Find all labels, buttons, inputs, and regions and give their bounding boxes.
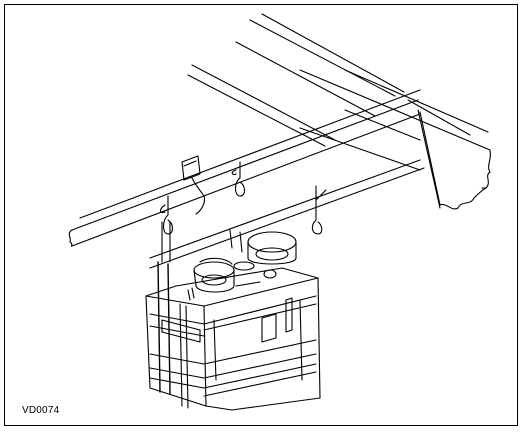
hanging-straps: [159, 161, 327, 263]
strap-bands: [157, 261, 171, 395]
main-beam: [68, 89, 425, 269]
cross-beam: [299, 69, 491, 210]
duct-spigots: [193, 231, 297, 293]
figure-frame: [4, 4, 518, 426]
electrical-box: [181, 155, 206, 215]
ventilation-unit: [145, 267, 321, 411]
ceiling-joists: [187, 13, 405, 147]
figure-reference-code: VD0074: [22, 405, 60, 416]
